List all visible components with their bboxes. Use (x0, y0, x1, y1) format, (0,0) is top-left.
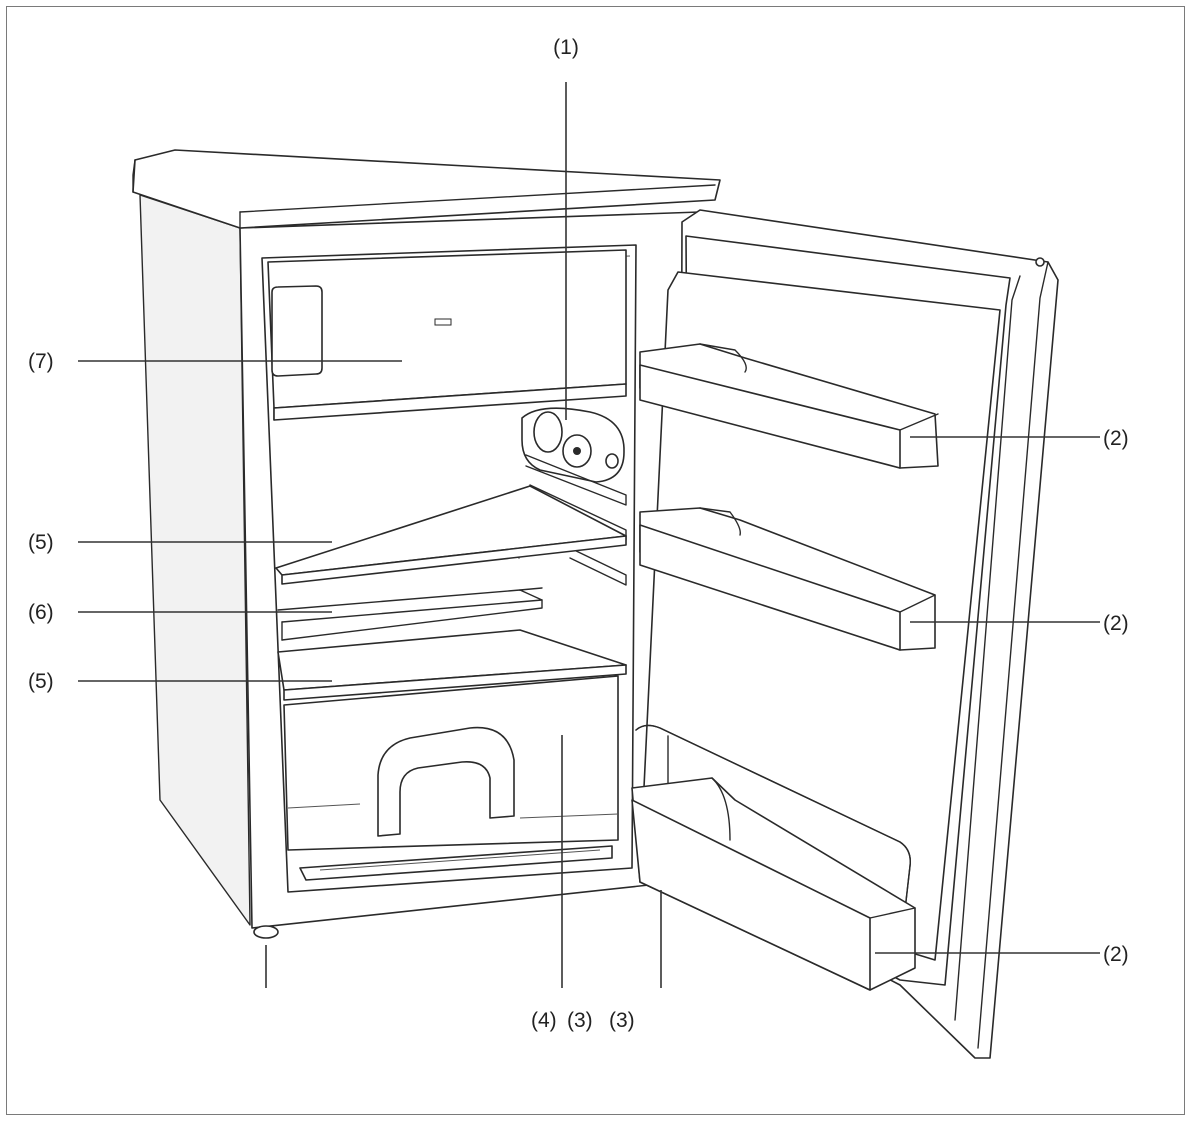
callout-2-top: (2) (1103, 427, 1129, 450)
door-rack-top (639, 343, 939, 469)
callout-4: (4) (531, 1009, 557, 1032)
door-rack-bottom (631, 724, 916, 991)
leader-lines (78, 82, 1100, 988)
thermostat-lamp (533, 411, 563, 453)
callout-2-bottom: (2) (1103, 943, 1129, 966)
freezer-badge (434, 318, 452, 326)
callout-3-right: (3) (609, 1009, 635, 1032)
callout-2-middle: (2) (1103, 612, 1129, 635)
lower-glass-shelf (277, 629, 627, 701)
upper-glass-shelf (275, 485, 627, 585)
callout-5-upper: (5) (28, 531, 54, 554)
callout-5-lower: (5) (28, 670, 54, 693)
callout-6: (6) (28, 601, 54, 624)
cabinet-side-panel (139, 194, 251, 926)
freezer-compartment (267, 249, 627, 421)
callout-7: (7) (28, 350, 54, 373)
freezer-door-latch (271, 285, 323, 377)
callout-labels: (1) (2) (2) (2) (4) (3) (3) (5) (6) (5) … (28, 36, 1129, 1032)
cabinet-foot-left (253, 925, 279, 939)
thermostat (521, 407, 627, 506)
callout-1: (1) (553, 36, 579, 59)
callout-3-left: (3) (567, 1009, 593, 1032)
crisper-handle (377, 726, 515, 837)
bottle-rack (277, 587, 543, 641)
crisper-drawer (283, 675, 619, 881)
thermostat-knob-center (573, 447, 581, 455)
